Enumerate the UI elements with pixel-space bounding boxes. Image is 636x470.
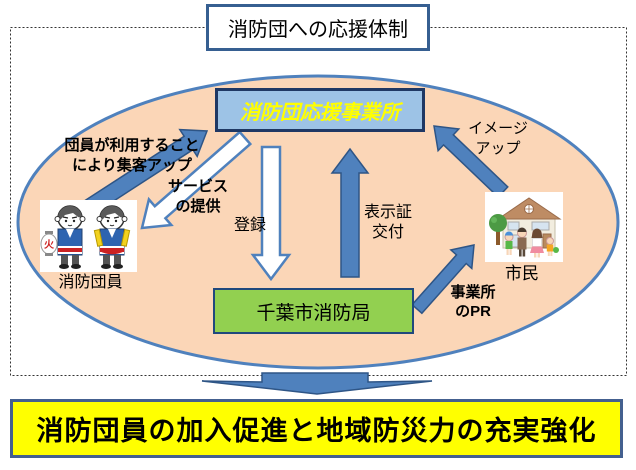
- label-member-gain-line1: 団員が利用すること: [64, 137, 200, 154]
- support-office-label: 消防団応援事業所: [240, 101, 400, 124]
- arrow-certificate-up: [330, 147, 370, 278]
- label-image-up-line1: イメージ: [468, 120, 528, 137]
- diagram-title: 消防団への応援体制: [206, 4, 430, 51]
- arrow-register-down: [250, 145, 292, 282]
- slogan-banner: 消防団員の加入促進と地域防災力の充実強化: [10, 399, 623, 458]
- support-office-box: 消防団応援事業所: [215, 88, 425, 132]
- firefighter-left-icon: 火: [40, 205, 86, 269]
- label-member-gain-line2: により集客アップ: [72, 157, 192, 174]
- lantern-icon: 火: [40, 231, 58, 256]
- label-business-pr-line2: のPR: [455, 303, 491, 320]
- citizens-illustration: [485, 192, 563, 262]
- fire-bureau-label: 千葉市消防局: [256, 302, 371, 324]
- arrow-office-to-members: [140, 130, 253, 230]
- label-service-line1: サービス: [167, 178, 228, 195]
- tree-icon: [489, 214, 507, 245]
- arrow-members-to-office: [76, 128, 209, 220]
- label-service: サービス の提供: [156, 177, 240, 217]
- label-business-pr-line1: 事業所: [450, 284, 496, 301]
- label-member-gain: 団員が利用すること により集客アップ: [42, 136, 222, 176]
- firefighter-right-icon: [93, 205, 131, 269]
- label-register: 登録: [233, 217, 266, 234]
- fire-bureau-box: 千葉市消防局: [213, 288, 414, 334]
- members-caption: 消防団員: [58, 274, 123, 291]
- label-certificate-line2: 交付: [371, 224, 404, 241]
- svg-text:火: 火: [44, 239, 55, 251]
- arrow-to-slogan: [201, 372, 433, 395]
- arrow-pr-up: [411, 244, 475, 315]
- citizens-image: [485, 192, 563, 262]
- label-business-pr: 事業所 のPR: [442, 283, 504, 321]
- label-image-up: イメージ アップ: [462, 119, 534, 159]
- label-certificate: 表示証 交付: [358, 203, 418, 243]
- fire-brigade-members-image: 火: [40, 200, 137, 272]
- citizens-caption: 市民: [505, 264, 539, 283]
- slogan-text: 消防団員の加入促進と地域防災力の充実強化: [36, 416, 597, 446]
- label-image-up-line2: アップ: [475, 140, 521, 157]
- arrow-image-up: [433, 125, 509, 199]
- label-certificate-line1: 表示証: [363, 204, 412, 221]
- family-icon: [504, 227, 559, 258]
- firefighters-illustration: 火: [40, 200, 137, 272]
- diagram-title-text: 消防団への応援体制: [228, 19, 408, 41]
- label-service-line2: の提供: [175, 198, 221, 215]
